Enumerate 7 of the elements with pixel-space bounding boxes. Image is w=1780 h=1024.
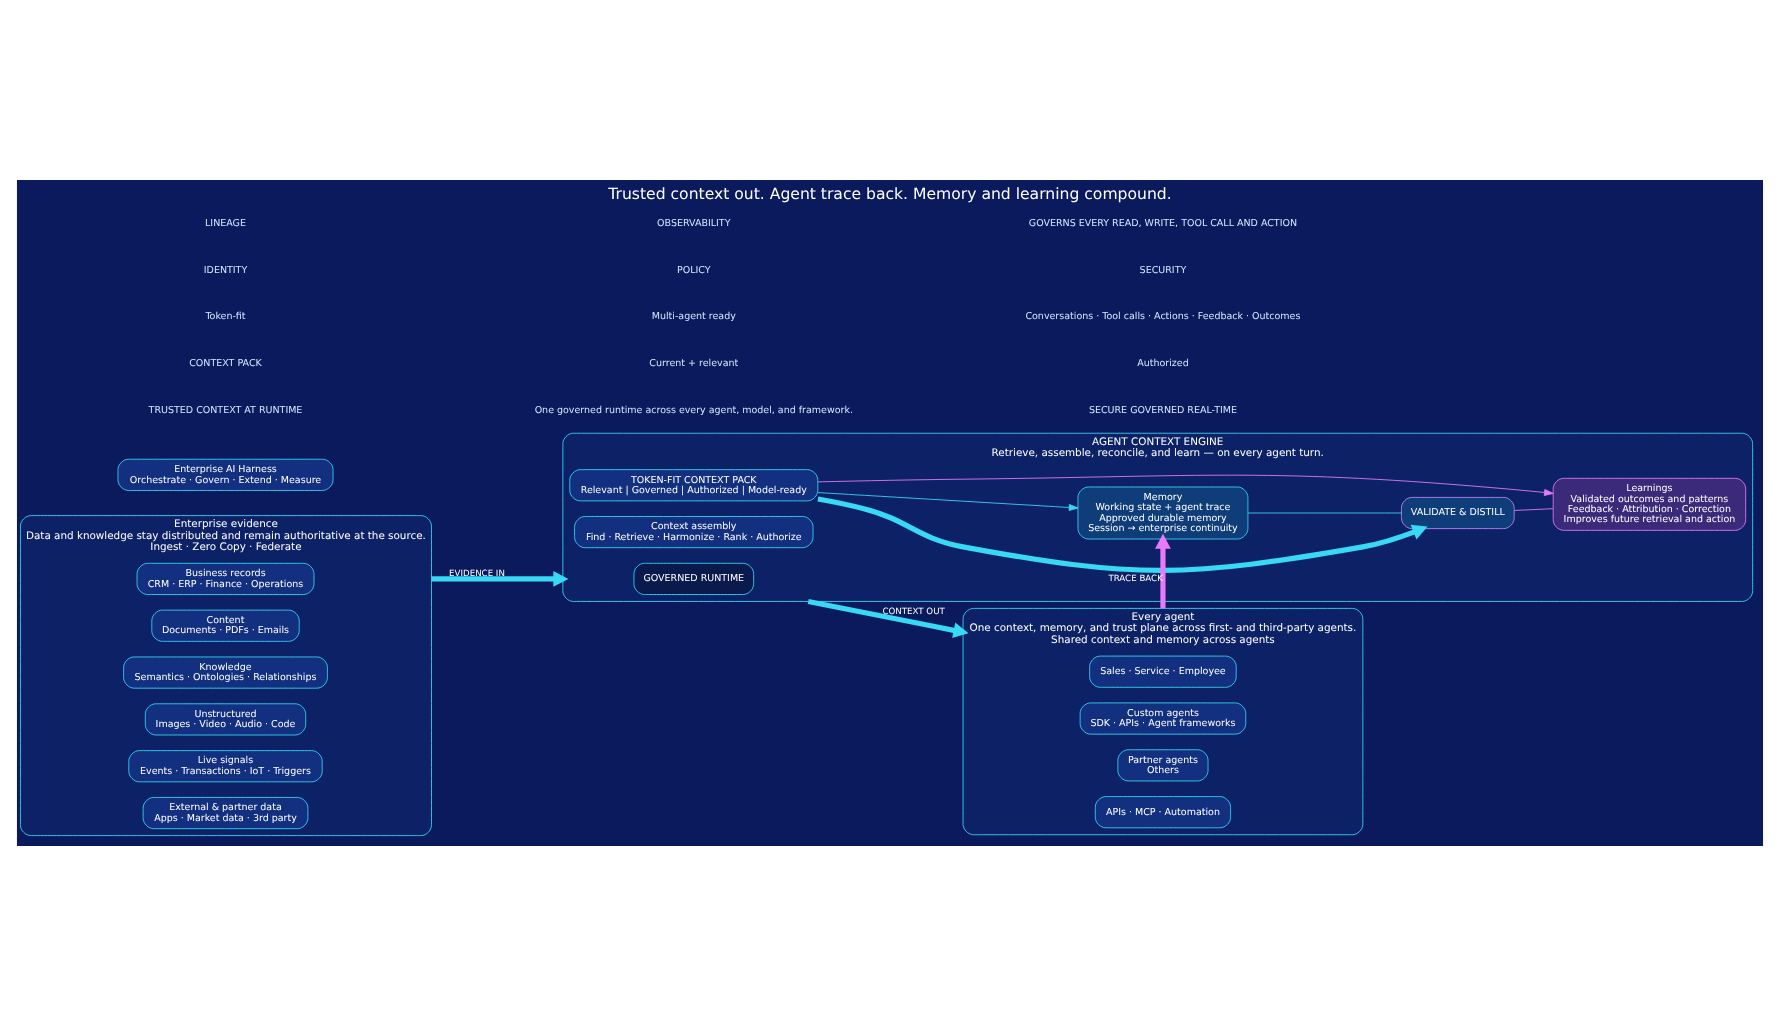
- arrow: [1155, 532, 1171, 608]
- connector: [1247, 511, 1402, 513]
- arrow: [817, 491, 1079, 510]
- arrow: [817, 473, 1554, 495]
- arrow: [817, 495, 1428, 572]
- connector: [1513, 507, 1554, 510]
- arrow: [807, 597, 969, 638]
